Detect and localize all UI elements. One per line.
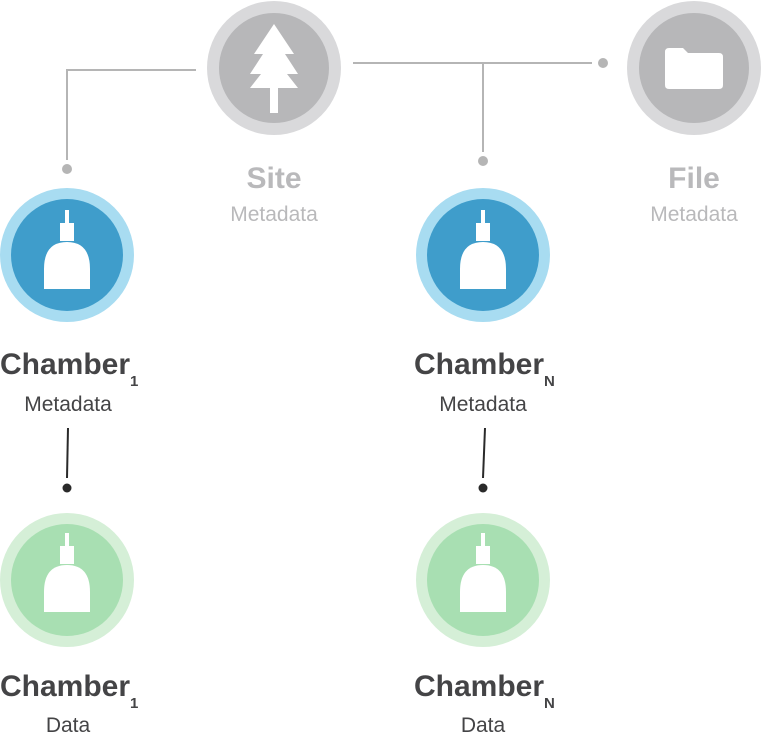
file-node: File Metadata <box>627 1 761 226</box>
chamber-1-metadata-node: Chamber1 Metadata <box>0 188 138 416</box>
folder-icon <box>665 48 723 89</box>
site-node: Site Metadata <box>207 1 341 226</box>
site-subtitle: Metadata <box>230 203 318 226</box>
chamber-1-data-node: Chamber1 Data <box>0 513 138 737</box>
connector-dot-chamber-1-data <box>62 483 72 493</box>
chamber-n-metadata-node: ChamberN Metadata <box>414 188 555 416</box>
chamber-n-data-node: ChamberN Data <box>414 513 555 737</box>
data-connectors <box>62 427 488 493</box>
connector-dot-chamber-1-metadata <box>62 164 72 174</box>
connector-dot-chamber-n-metadata <box>478 156 488 166</box>
chamber-n-metadata-subtitle: Metadata <box>439 393 527 416</box>
chamber-n-metadata-title: ChamberN <box>414 348 555 390</box>
chamber-1-metadata-title: Chamber1 <box>0 348 138 390</box>
chamber-icon <box>44 533 90 612</box>
chamber-1-data-subscript: 1 <box>130 695 138 712</box>
chamber-icon <box>460 533 506 612</box>
chamber-1-data-subtitle: Data <box>46 714 91 737</box>
connector-site-to-chamber-1 <box>66 69 196 160</box>
chamber-icon <box>44 210 90 289</box>
site-title: Site <box>246 162 301 195</box>
chamber-n-data-subtitle: Data <box>461 714 506 737</box>
connector-dot-file <box>598 58 608 68</box>
file-title: File <box>668 162 720 195</box>
chamber-1-data-title: Chamber1 <box>0 670 138 712</box>
chamber-n-data-subscript: N <box>544 695 555 712</box>
chamber-n-metadata-subscript: N <box>544 373 555 390</box>
connector-chamber-n-metadata-to-data <box>482 427 486 479</box>
connector-dot-chamber-n-data <box>478 483 488 493</box>
chamber-n-data-title: ChamberN <box>414 670 555 712</box>
tree-icon <box>250 24 298 113</box>
chamber-1-metadata-subtitle: Metadata <box>24 393 112 416</box>
connector-chamber-1-metadata-to-data <box>66 427 69 479</box>
chamber-1-metadata-subscript: 1 <box>130 373 138 390</box>
chamber-icon <box>460 210 506 289</box>
file-subtitle: Metadata <box>650 203 738 226</box>
site-connectors <box>62 58 608 174</box>
